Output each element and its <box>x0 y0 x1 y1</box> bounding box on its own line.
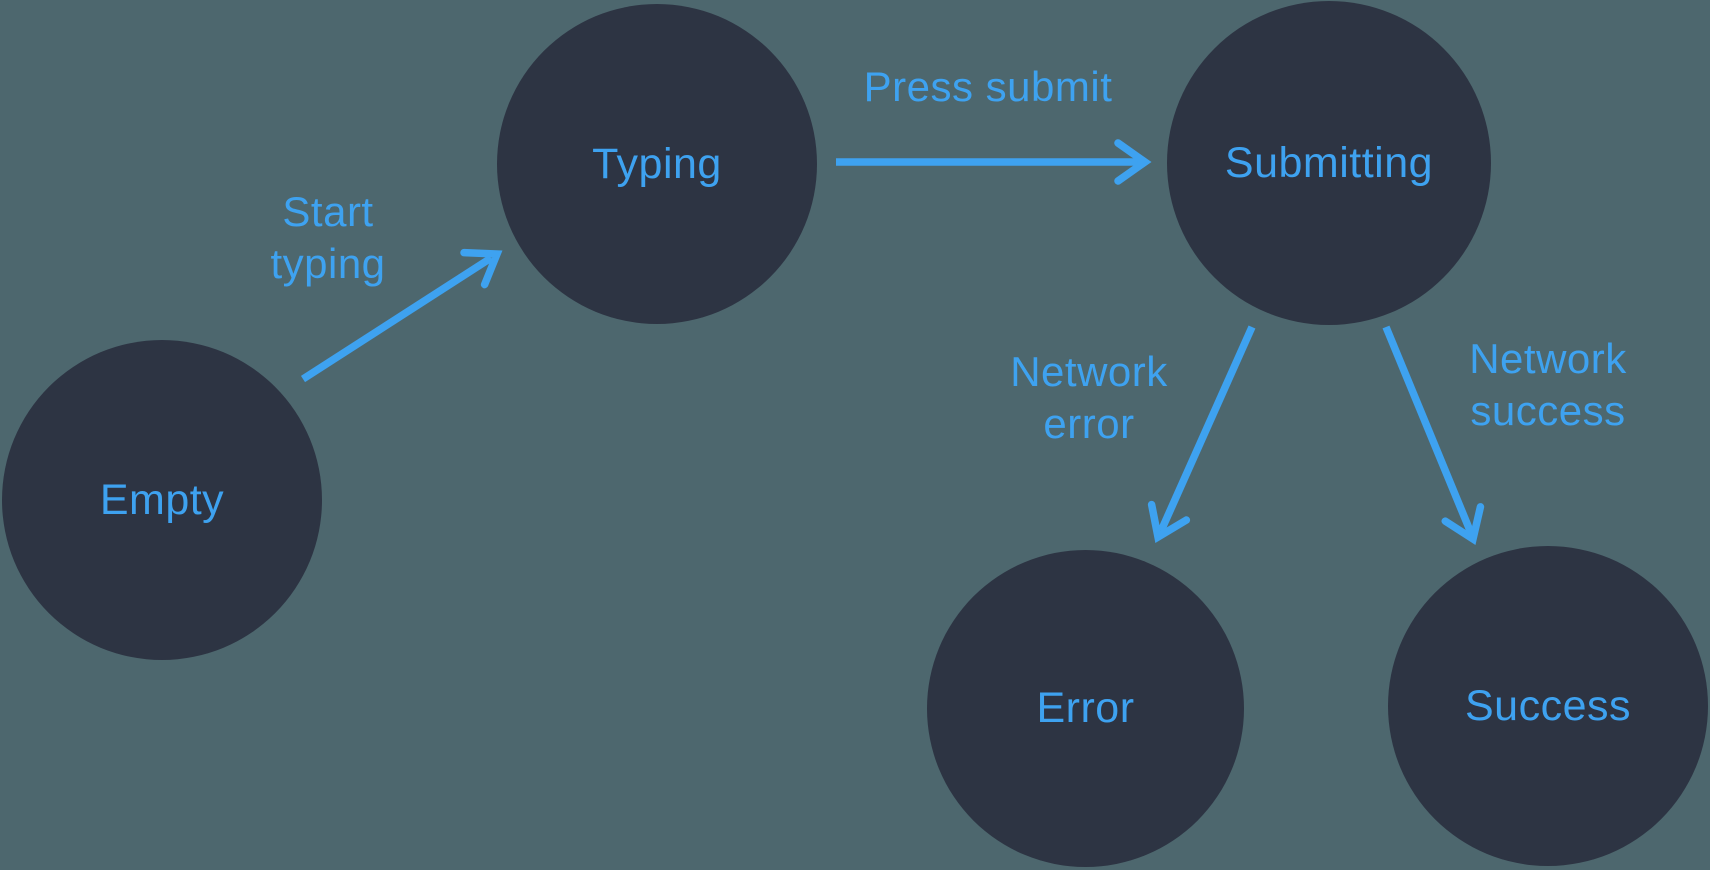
node-error: Error <box>927 550 1244 867</box>
node-empty: Empty <box>2 340 322 660</box>
node-typing: Typing <box>497 4 817 324</box>
edge-network-error-arrow <box>1147 325 1256 543</box>
edge-label-network-success: Network success <box>1469 335 1627 434</box>
node-submitting: Submitting <box>1167 1 1491 325</box>
node-success-label: Success <box>1464 681 1631 730</box>
edge-label-start-typing: Start typing <box>270 188 386 287</box>
node-error-label: Error <box>1036 684 1135 732</box>
edge-label-press-submit: Press submit <box>863 63 1113 110</box>
edge-label-network-error: Network error <box>1010 348 1168 447</box>
edge-start-typing-arrow <box>300 248 503 383</box>
node-typing-label: Typing <box>592 139 722 188</box>
edge-network-success-arrow <box>1382 325 1485 546</box>
node-success: Success <box>1388 546 1708 866</box>
node-submitting-label: Submitting <box>1224 138 1434 187</box>
node-empty-label: Empty <box>99 475 225 524</box>
edge-press-submit-arrow <box>836 139 1152 185</box>
